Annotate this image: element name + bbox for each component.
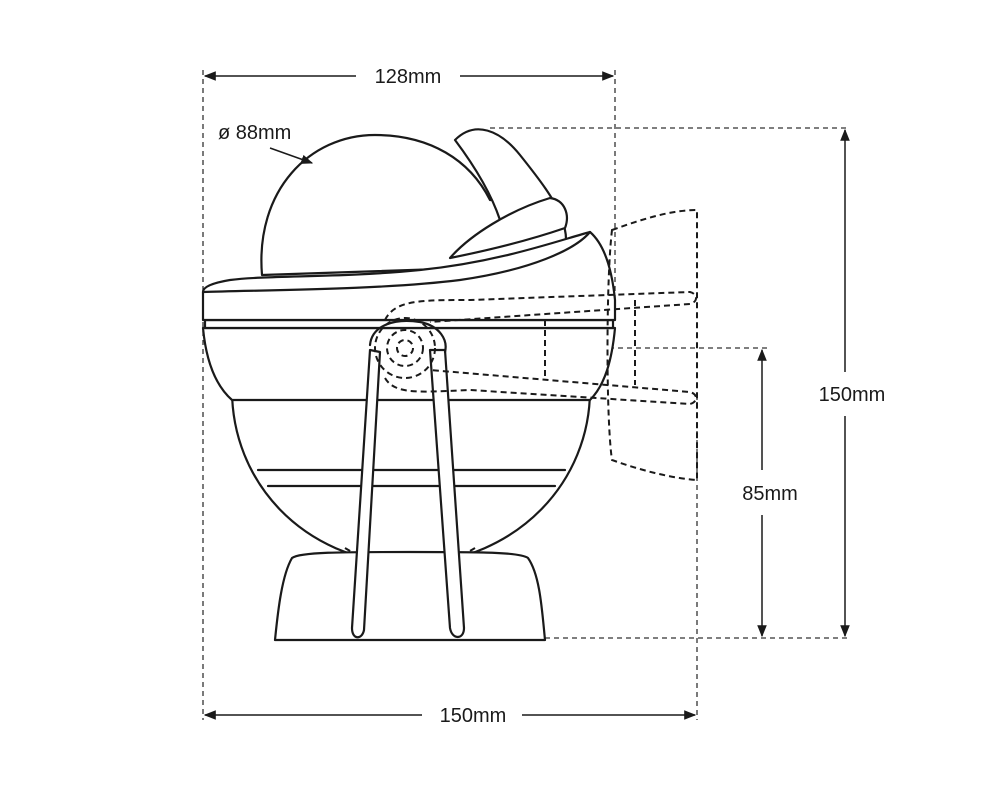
compass-ring xyxy=(201,326,617,402)
label-total-height: 150mm xyxy=(819,384,886,406)
bracket xyxy=(350,317,466,639)
dimension-top-width: 128mm xyxy=(203,66,615,88)
extension-lines xyxy=(202,70,850,720)
compass-bowl xyxy=(230,388,592,567)
dimension-dome-diameter: ø 88mm xyxy=(218,122,314,164)
alt-bracket-position xyxy=(384,208,698,482)
label-total-width: 150mm xyxy=(440,705,507,727)
label-top-width: 128mm xyxy=(375,66,442,88)
dimension-pivot-height: 85mm xyxy=(742,348,798,638)
label-dome-diameter: ø 88mm xyxy=(218,122,291,144)
dimension-total-width: 150mm xyxy=(203,705,697,727)
compass-base xyxy=(273,550,547,642)
label-pivot-height: 85mm xyxy=(742,483,798,505)
dimension-total-height: 150mm xyxy=(819,128,886,638)
